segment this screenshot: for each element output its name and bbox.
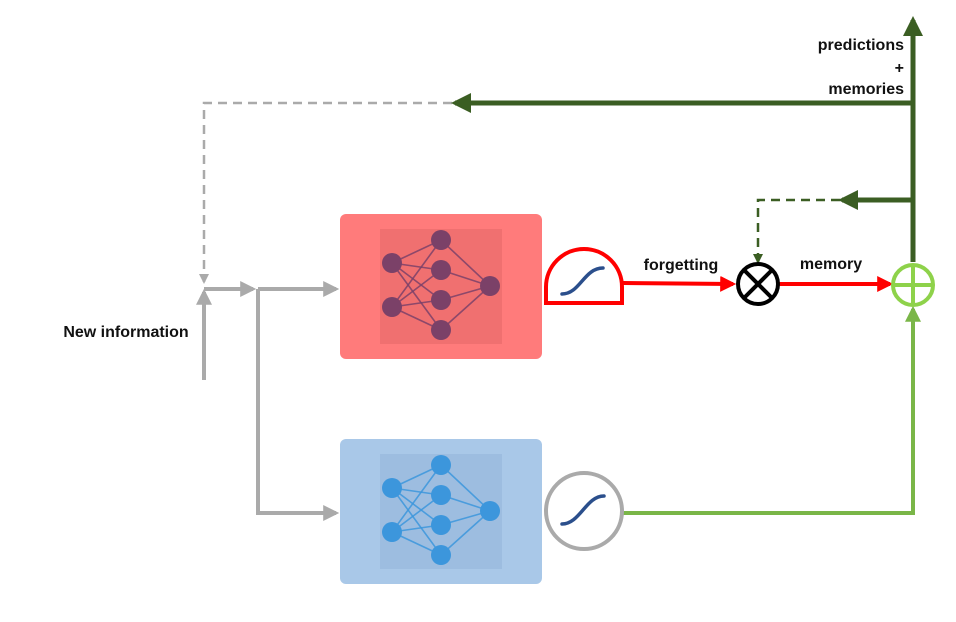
network-edge [391, 262, 442, 301]
input-to-update-network-arrow [256, 289, 340, 521]
recurrent-input-arrow [199, 101, 452, 284]
memory-feedback-dashed-arrow [753, 198, 840, 264]
network-node [382, 297, 402, 317]
update-network [340, 439, 542, 584]
update-arrow [623, 305, 921, 515]
network-node [480, 501, 500, 521]
network-edge [391, 464, 442, 533]
network-edge [391, 487, 442, 556]
network-node [431, 290, 451, 310]
network-node [431, 455, 451, 475]
output-label-line1: predictions [818, 37, 904, 54]
update-gate [544, 471, 624, 551]
sigmoid-icon [560, 266, 605, 296]
forget-gate-shape [544, 247, 624, 305]
network-node [480, 276, 500, 296]
sigmoid-icon [560, 494, 606, 526]
network-node [382, 253, 402, 273]
network-edge [440, 464, 491, 512]
network-node [382, 478, 402, 498]
forget-flow [622, 275, 894, 292]
network-edge [391, 262, 442, 331]
network-node [431, 485, 451, 505]
output-label-line2: + [895, 60, 904, 77]
multiply-node [736, 262, 780, 306]
network-edge [391, 494, 442, 533]
add-node [891, 263, 935, 307]
network-node [431, 320, 451, 340]
output-flow [451, 16, 923, 262]
network-node [431, 260, 451, 280]
network-edge [440, 239, 491, 287]
forget-network-graph [382, 230, 500, 340]
network-edge [391, 269, 442, 308]
update-network-graph [382, 455, 500, 565]
network-edge [391, 239, 442, 308]
input-label: New information [63, 324, 188, 341]
memory-label: memory [800, 256, 862, 273]
network-node [431, 545, 451, 565]
network-edge [440, 285, 491, 331]
network-edge [440, 510, 491, 556]
forgetting-label: forgetting [644, 257, 719, 274]
forget-network [340, 214, 542, 359]
multiply-cross-b [742, 268, 774, 300]
forget-gate [544, 247, 624, 305]
network-node [382, 522, 402, 542]
output-label-line3: memories [828, 81, 904, 98]
network-node [431, 515, 451, 535]
input-flow [196, 281, 340, 521]
forgetting-arrow [622, 275, 737, 292]
recurrent-dashed-feed [199, 101, 452, 284]
network-node [431, 230, 451, 250]
network-edge [391, 487, 442, 526]
